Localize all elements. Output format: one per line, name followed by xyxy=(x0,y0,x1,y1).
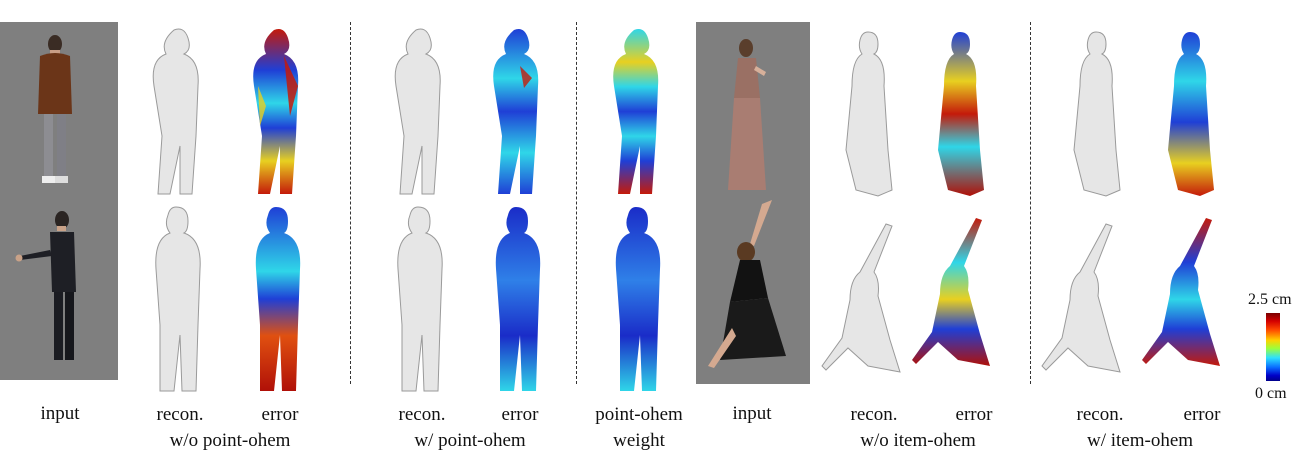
separator-3 xyxy=(1030,22,1031,384)
recon-mesh-top-2 xyxy=(394,28,441,195)
colorbar xyxy=(1266,313,1280,381)
error-heatmap-bottom-2 xyxy=(495,207,541,391)
label-recon-2: recon. xyxy=(398,404,446,425)
label-group-2: w/ point-ohem xyxy=(414,430,526,451)
error-heatmap-bottom-3 xyxy=(912,218,990,366)
error-heatmap-top-4 xyxy=(1168,32,1214,196)
colorbar-min-label: 0 cm xyxy=(1255,385,1287,402)
label-error-3: error xyxy=(955,404,993,425)
error-heatmap-bottom-4 xyxy=(1142,218,1220,366)
recon-mesh-bottom-3 xyxy=(821,223,901,373)
label-group-1: w/o point-ohem xyxy=(169,430,291,451)
recon-mesh-bottom-1 xyxy=(155,206,201,392)
label-group-3: w/o item-ohem xyxy=(860,430,976,451)
error-heatmap-bottom-1 xyxy=(255,207,301,391)
label-recon-1: recon. xyxy=(156,404,204,425)
label-error-2: error xyxy=(501,404,539,425)
input-photo-panel-1 xyxy=(0,22,118,380)
ohem-weight-top xyxy=(613,29,661,391)
label-weight-top: point-ohem xyxy=(595,404,683,425)
person-photo-suit xyxy=(15,211,76,360)
error-heatmap-top-2 xyxy=(493,29,539,194)
person-photo-brown-jacket xyxy=(38,35,72,183)
recon-mesh-bottom-2 xyxy=(397,206,443,392)
label-group-4: w/ item-ohem xyxy=(1086,430,1194,451)
label-error-4: error xyxy=(1183,404,1221,425)
label-recon-3: recon. xyxy=(850,404,898,425)
label-error-1: error xyxy=(261,404,299,425)
label-recon-4: recon. xyxy=(1076,404,1124,425)
error-heatmap-top-1 xyxy=(253,29,299,194)
recon-mesh-top-3 xyxy=(845,31,893,197)
person-photo-long-dress xyxy=(728,39,766,190)
label-input-1: input xyxy=(40,403,80,424)
person-photo-dancer xyxy=(708,200,786,368)
colorbar-max-label: 2.5 cm xyxy=(1248,291,1292,308)
recon-mesh-bottom-4 xyxy=(1041,223,1121,373)
recon-mesh-top-4 xyxy=(1073,31,1121,197)
label-weight-bottom: weight xyxy=(613,430,665,451)
separator-1 xyxy=(350,22,351,384)
recon-mesh-top-1 xyxy=(152,28,199,195)
error-heatmap-top-3 xyxy=(938,32,984,196)
separator-2 xyxy=(576,22,577,384)
label-input-2: input xyxy=(732,403,772,424)
input-photo-panel-2 xyxy=(696,22,810,384)
